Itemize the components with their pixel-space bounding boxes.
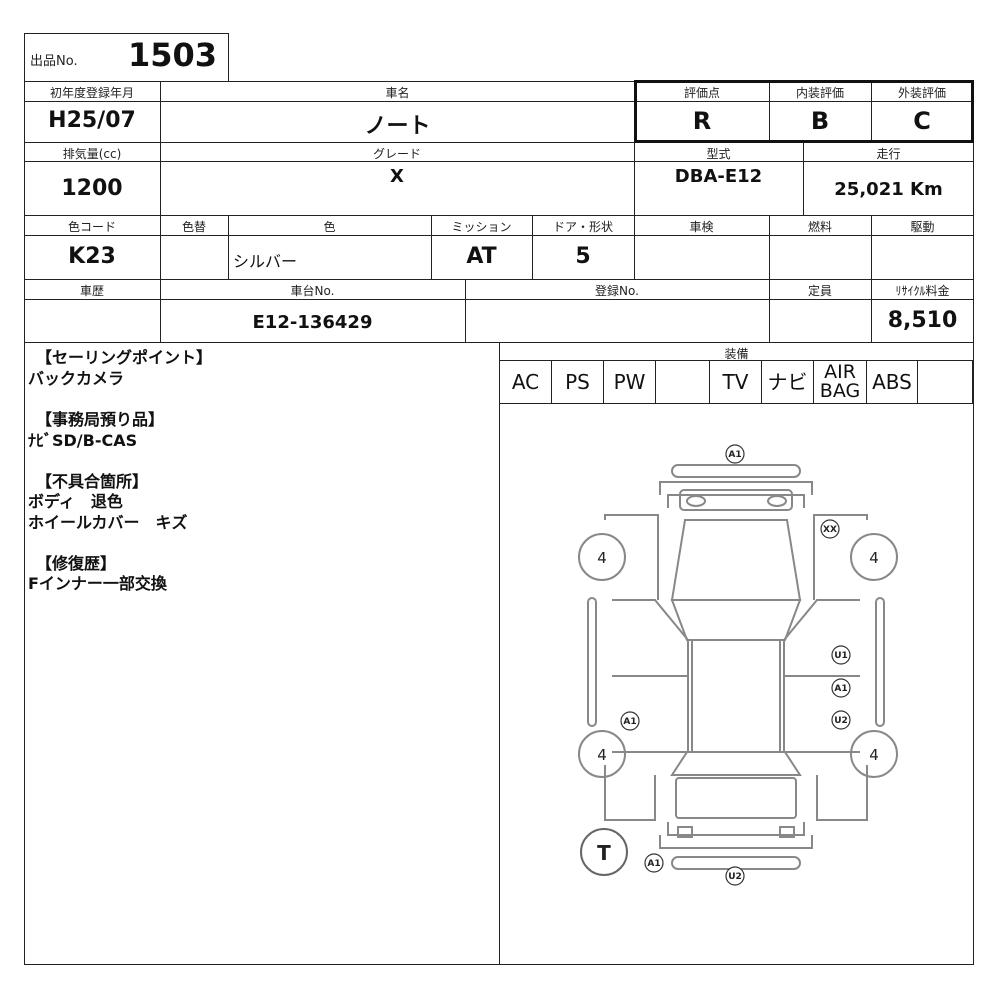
displacement: 1200: [61, 176, 123, 201]
color: シルバー: [233, 252, 298, 271]
sheet: [24, 81, 974, 965]
note-heading-selling: 【セーリングポイント】: [36, 348, 213, 367]
score-label: 評価点: [683, 86, 720, 100]
first-registration: H25/07: [48, 108, 136, 133]
note-line: バックカメラ: [28, 369, 125, 388]
spare-mark: T: [597, 841, 611, 865]
lot-label: 出品No.: [30, 54, 78, 69]
damage-mark: U2: [834, 716, 848, 726]
score-box: [634, 80, 974, 143]
interior-label: 内装評価: [795, 86, 844, 100]
equipment-label: 装備: [724, 347, 749, 361]
equipment-item: [918, 361, 973, 403]
note-heading-defects: 【不具合箇所】: [36, 472, 149, 491]
car-diagram: 4 4 4 4 T A1 XX U1 A1 U2 A1 A1 U2: [578, 444, 898, 886]
year-label: 初年度登録年月: [49, 86, 134, 100]
mission: AT: [466, 244, 497, 269]
door-label: ドア・形状: [552, 220, 613, 234]
tire-mark: 4: [597, 549, 607, 567]
mission-label: ミッション: [451, 220, 512, 234]
score-value: R: [692, 107, 712, 135]
recycle-label: ﾘｻｲｸﾙ料金: [895, 284, 950, 298]
equipment-item: ナビ: [762, 361, 814, 403]
color-code: K23: [68, 244, 116, 269]
exterior-label: 外装評価: [897, 86, 946, 100]
model-label: 型式: [706, 147, 731, 161]
damage-mark: XX: [823, 525, 837, 535]
equipment-item: ABS: [867, 361, 918, 403]
inspection-label: 車検: [689, 220, 714, 234]
equipment-item: AC: [500, 361, 552, 403]
tire-mark: 4: [869, 549, 879, 567]
grade-label: グレード: [372, 147, 421, 161]
capacity-label: 定員: [807, 284, 832, 298]
equipment-item: [656, 361, 710, 403]
grade: X: [390, 166, 404, 187]
chassis-label: 車台No.: [290, 284, 335, 298]
drive-label: 駆動: [910, 220, 935, 234]
model-code: DBA-E12: [674, 166, 763, 187]
fuel-label: 燃料: [807, 220, 832, 234]
colorchange-label: 色替: [181, 220, 206, 234]
damage-mark: U2: [728, 872, 742, 882]
history-label: 車歴: [79, 284, 104, 298]
car-name: ノート: [364, 114, 431, 139]
tire-mark: 4: [869, 746, 879, 764]
equipment-item: PS: [552, 361, 604, 403]
note-heading-office: 【事務局預り品】: [36, 410, 165, 429]
recycle-fee: 8,510: [887, 308, 958, 333]
damage-mark: A1: [728, 450, 741, 460]
reg-label: 登録No.: [595, 284, 639, 298]
exterior-value: C: [913, 107, 931, 135]
name-label: 車名: [385, 86, 410, 100]
damage-mark: U1: [834, 651, 848, 661]
equipment-item: TV: [710, 361, 762, 403]
damage-mark: A1: [647, 859, 660, 869]
door: 5: [575, 244, 591, 269]
chassis-number: E12-136429: [252, 312, 373, 333]
damage-mark: A1: [834, 684, 847, 694]
note-heading-repair: 【修復歴】: [36, 554, 117, 573]
damage-mark: A1: [623, 717, 636, 727]
lot-number: 1503: [127, 36, 218, 74]
tire-mark: 4: [597, 746, 607, 764]
note-line: ホイールカバー キズ: [28, 513, 188, 532]
interior-value: B: [810, 107, 830, 135]
mileage: 25,021 Km: [834, 179, 943, 200]
equipment-item: AIR BAG: [814, 361, 867, 403]
cc-label: 排気量(cc): [62, 147, 122, 161]
color-label: 色: [323, 220, 336, 234]
note-line: Fインナー一部交換: [28, 574, 167, 593]
mileage-label: 走行: [876, 147, 901, 161]
note-line: ﾅﾋﾞSD/B-CAS: [28, 431, 138, 450]
note-line: ボディ 退色: [28, 492, 123, 511]
colorcode-label: 色コード: [67, 220, 116, 234]
equipment-item: PW: [604, 361, 656, 403]
